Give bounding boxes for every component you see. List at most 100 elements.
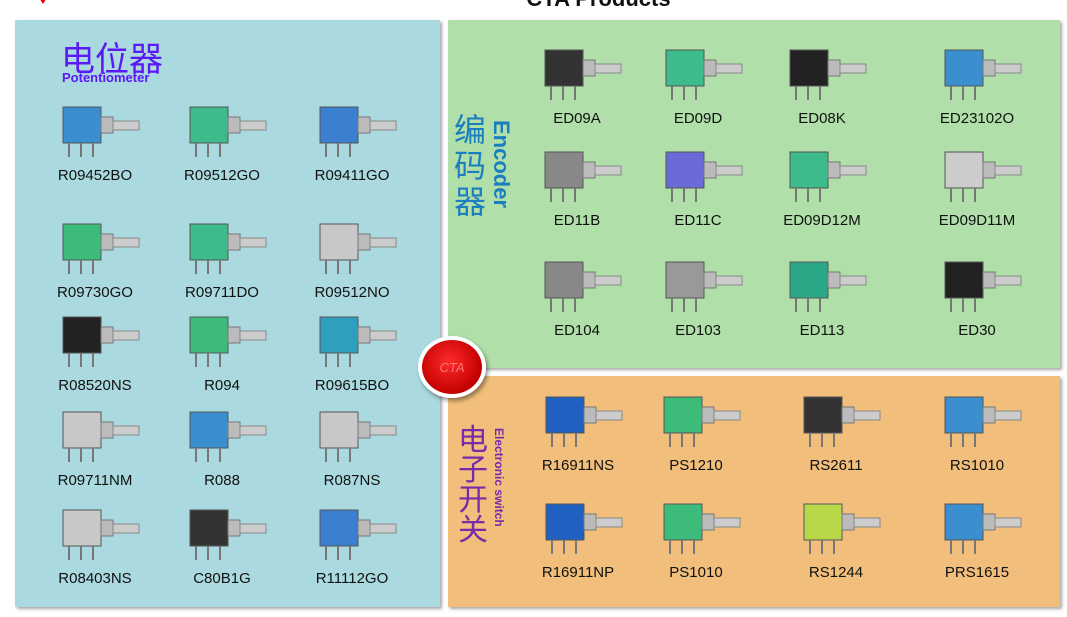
product-label: ED104: [554, 322, 600, 339]
product-image: [544, 151, 622, 202]
switch-title-en: Electronic switch: [492, 428, 506, 527]
product-image: [62, 316, 140, 367]
product-image: [803, 396, 881, 447]
product-item[interactable]: ED30: [917, 250, 1037, 339]
product-image: [62, 411, 140, 462]
product-image: [62, 509, 140, 560]
product-image: [944, 396, 1022, 447]
product-item[interactable]: R11112GO: [292, 498, 412, 587]
product-item[interactable]: RS2611: [776, 385, 896, 474]
product-image: [189, 316, 267, 367]
product-label: R09411GO: [314, 167, 390, 184]
product-image: [665, 151, 743, 202]
product-label: R088: [204, 472, 240, 489]
product-label: ED103: [675, 322, 721, 339]
product-image: [544, 261, 622, 312]
switch-title-cn: 电子开关: [458, 423, 488, 548]
product-item[interactable]: R09730GO: [35, 212, 155, 301]
product-label: R08403NS: [58, 570, 132, 587]
product-label: RS1010: [949, 457, 1005, 474]
product-item[interactable]: R08403NS: [35, 498, 155, 587]
product-image: [944, 49, 1022, 100]
product-label: PS1010: [669, 564, 723, 581]
product-image: [665, 261, 743, 312]
product-image: [189, 223, 267, 274]
product-label: ED30: [958, 322, 996, 339]
product-item[interactable]: ED09A: [517, 38, 637, 127]
product-label: ED09D12M: [783, 212, 861, 229]
product-item[interactable]: RS1244: [776, 492, 896, 581]
page-title: CTA Products: [0, 0, 1067, 12]
product-item[interactable]: R16911NS: [518, 385, 638, 474]
product-image: [62, 223, 140, 274]
product-image: [663, 503, 741, 554]
product-image: [665, 49, 743, 100]
product-label: R09730GO: [57, 284, 133, 301]
product-label: ED09A: [553, 110, 601, 127]
product-image: [319, 509, 397, 560]
product-label: ED09D11M: [938, 212, 1016, 229]
product-label: ED11B: [553, 212, 601, 229]
product-image: [319, 106, 397, 157]
product-item[interactable]: R087NS: [292, 400, 412, 489]
product-image: [789, 49, 867, 100]
product-item[interactable]: R09512NO: [292, 212, 412, 301]
product-label: ED08K: [798, 110, 846, 127]
product-image: [545, 503, 623, 554]
product-label: R09711DO: [185, 284, 259, 301]
product-item[interactable]: ED113: [762, 250, 882, 339]
product-item[interactable]: PRS1615: [917, 492, 1037, 581]
product-item[interactable]: R09411GO: [292, 95, 412, 184]
product-item[interactable]: ED09D12M: [762, 140, 882, 229]
product-image: [319, 316, 397, 367]
product-label: RS1244: [808, 564, 864, 581]
product-image: [944, 151, 1022, 202]
product-item[interactable]: R09711DO: [162, 212, 282, 301]
product-item[interactable]: R08520NS: [35, 305, 155, 394]
product-label: R16911NP: [541, 564, 615, 581]
product-label: R09711NM: [57, 472, 133, 489]
product-image: [544, 49, 622, 100]
product-label: R16911NS: [541, 457, 615, 474]
product-label: R09615BO: [314, 377, 390, 394]
red-marker-icon: [38, 0, 48, 4]
product-label: R09452BO: [57, 167, 133, 184]
product-image: [944, 503, 1022, 554]
product-item[interactable]: ED104: [517, 250, 637, 339]
product-item[interactable]: ED11B: [517, 140, 637, 229]
product-label: ED09D: [673, 110, 723, 127]
product-item[interactable]: PS1210: [636, 385, 756, 474]
potentiometer-title-cn: 电位器: [61, 40, 163, 80]
product-image: [944, 261, 1022, 312]
product-item[interactable]: ED09D: [638, 38, 758, 127]
product-label: ED113: [799, 322, 845, 339]
product-label: R094: [204, 377, 240, 394]
product-item[interactable]: R088: [162, 400, 282, 489]
product-image: [189, 106, 267, 157]
product-item[interactable]: ED103: [638, 250, 758, 339]
product-label: R11112GO: [315, 570, 389, 587]
product-item[interactable]: ED09D11M: [917, 140, 1037, 229]
product-item[interactable]: ED11C: [638, 140, 758, 229]
product-item[interactable]: R094: [162, 305, 282, 394]
cta-logo: CTA: [418, 336, 486, 398]
product-item[interactable]: R09452BO: [35, 95, 155, 184]
product-item[interactable]: ED23102O: [917, 38, 1037, 127]
product-image: [62, 106, 140, 157]
product-image: [789, 261, 867, 312]
product-item[interactable]: R16911NP: [518, 492, 638, 581]
product-item[interactable]: R09615BO: [292, 305, 412, 394]
product-label: R087NS: [323, 472, 381, 489]
product-image: [189, 411, 267, 462]
product-item[interactable]: PS1010: [636, 492, 756, 581]
product-item[interactable]: ED08K: [762, 38, 882, 127]
product-item[interactable]: R09711NM: [35, 400, 155, 489]
product-label: R09512GO: [184, 167, 260, 184]
product-item[interactable]: R09512GO: [162, 95, 282, 184]
potentiometer-title-en: Potentiometer: [62, 70, 150, 85]
product-image: [663, 396, 741, 447]
product-item[interactable]: RS1010: [917, 385, 1037, 474]
product-label: ED11C: [674, 212, 722, 229]
product-item[interactable]: C80B1G: [162, 498, 282, 587]
product-image: [803, 503, 881, 554]
